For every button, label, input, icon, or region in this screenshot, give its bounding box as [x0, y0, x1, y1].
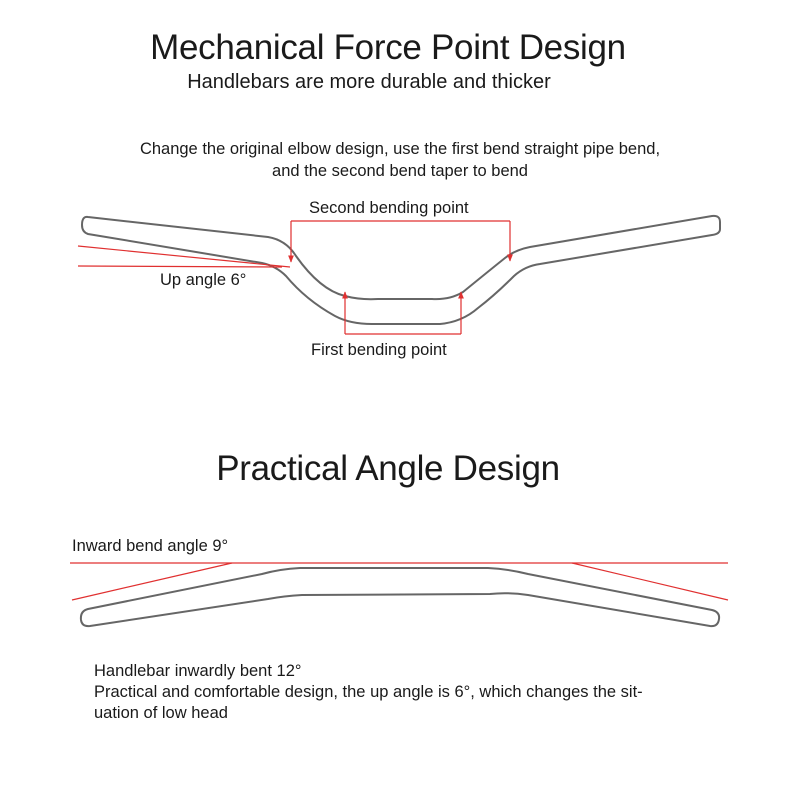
page-subtitle: Handlebars are more durable and thicker [187, 71, 551, 93]
first-bending-point-label: First bending point [311, 341, 447, 359]
bottom-line-3: uation of low head [94, 704, 228, 722]
up-angle-line-lower [77, 265, 283, 268]
up-angle-label: Up angle 6° [160, 271, 247, 289]
handlebar-outline-front [80, 214, 721, 325]
inward-angle-line-right [571, 562, 729, 601]
up-angle-line-upper [77, 245, 291, 268]
handlebar-front-view [80, 214, 721, 325]
bottom-description: Handlebar inwardly bent 12° Practical an… [94, 661, 734, 724]
handlebar-outline-top [79, 567, 721, 628]
page-title: Mechanical Force Point Design [150, 28, 626, 67]
handlebar-top-view [79, 567, 721, 628]
design-description: Change the original elbow design, use th… [0, 138, 800, 182]
description-line-1: Change the original elbow design, use th… [139, 140, 661, 158]
second-bending-point-label: Second bending point [309, 199, 469, 217]
inward-bend-angle-label: Inward bend angle 9° [72, 537, 229, 555]
description-line-2: and the second bend taper to bend [272, 162, 528, 180]
bottom-line-2: Practical and comfortable design, the up… [94, 683, 643, 701]
inward-angle-line-left [71, 562, 233, 601]
bottom-line-1: Handlebar inwardly bent 12° [94, 662, 302, 680]
section-title-practical-angle: Practical Angle Design [216, 449, 560, 488]
